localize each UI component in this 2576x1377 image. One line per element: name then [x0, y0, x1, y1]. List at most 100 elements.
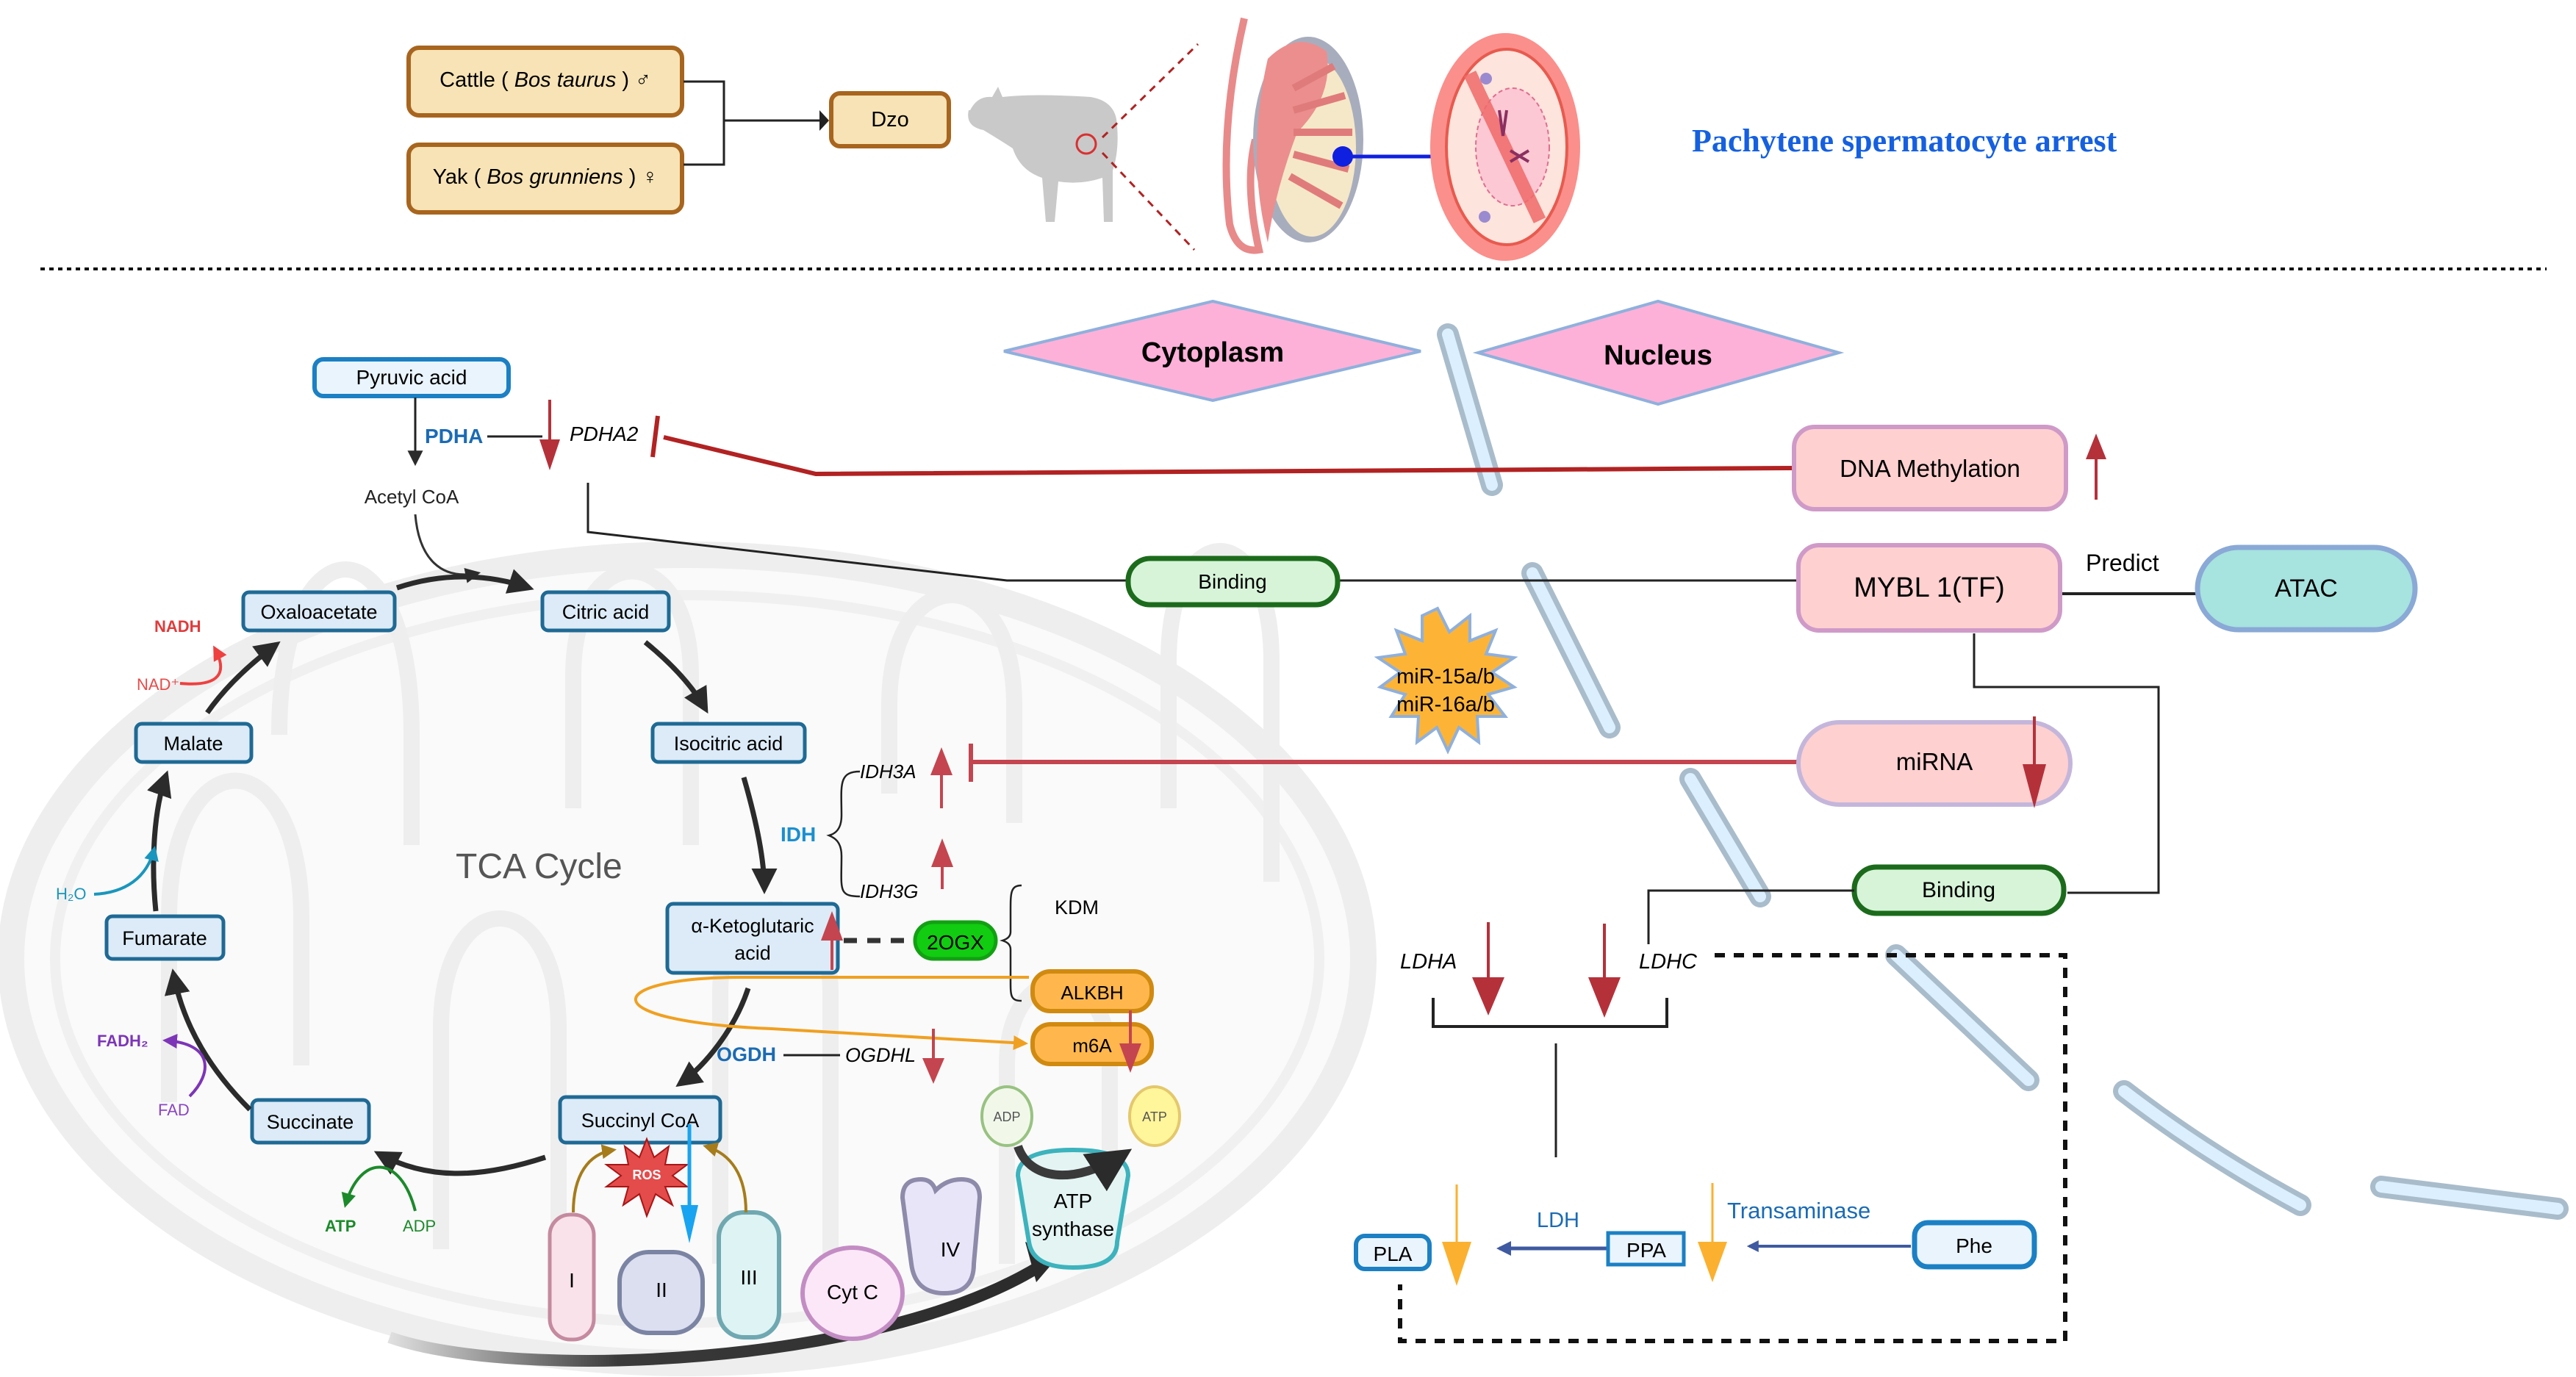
svg-text:I: I [569, 1269, 575, 1292]
complex-i-ros-arrow [572, 1144, 617, 1213]
adp-to-atp-arrow [341, 1165, 417, 1212]
etc-atp-node [1128, 1085, 1181, 1147]
svg-text:2OGX: 2OGX [927, 931, 984, 954]
ppa-down-arrow [1698, 1183, 1727, 1282]
svg-text:Binding: Binding [1922, 878, 1995, 902]
svg-text:Cytoplasm: Cytoplasm [1141, 337, 1284, 368]
svg-text:miRNA: miRNA [1896, 748, 1973, 775]
electron-transport-chain: I II III Cyt C IV ATP synthase ROS ADP A… [387, 1085, 1181, 1367]
svg-text:ADP: ADP [993, 1110, 1020, 1124]
tca-node-alpha-ketoglutaric-acid: α-Ketoglutaric acid [665, 902, 840, 975]
tca-node-succinate: Succinate [250, 1098, 371, 1145]
ros-label: ROS [632, 1168, 661, 1182]
phenotype-label: Pachytene spermatocyte arrest [1692, 123, 2117, 159]
nuclear-envelope [1437, 323, 2569, 1220]
mybl1-node: MYBL 1(TF) [1796, 543, 2062, 633]
ldhc-gene-label: LDHC [1639, 950, 1698, 974]
phe-node: Phe [1912, 1220, 2037, 1270]
substrate-atp-label: ATP [325, 1217, 356, 1235]
tca-node-citric-acid: Citric acid [540, 590, 671, 633]
svg-text:ATP: ATP [1054, 1190, 1092, 1212]
idh3g-gene-label: IDH3G [860, 880, 918, 902]
dzo-label: Dzo [871, 108, 909, 132]
fadh2-label: FADH₂ [97, 1032, 148, 1050]
dzo-box [829, 91, 951, 148]
complex-iii-ros-arrow [703, 1142, 747, 1213]
ldh-enzyme-label: LDH [1537, 1209, 1579, 1232]
pdha2-binding-connector [586, 483, 1128, 582]
pyruvic-acid-node [312, 357, 511, 398]
binding-node-bottom: Binding [1851, 864, 2067, 916]
cattle-label: Cattle ( Bos taurus ) ♂ [440, 68, 651, 92]
pdha-enzyme-label: PDHA [425, 425, 483, 447]
predict-label: Predict [2086, 550, 2159, 576]
ogdhl-gene-label: OGDHL [845, 1044, 916, 1066]
kdm-label: KDM [1055, 896, 1099, 918]
complex-ii [617, 1250, 705, 1335]
idh3g-up-arrow [931, 838, 953, 889]
substrate-adp-label: ADP [403, 1217, 436, 1235]
svg-text:Cyt C: Cyt C [827, 1281, 878, 1304]
etc-adp-node [980, 1085, 1033, 1147]
svg-text:acid: acid [734, 942, 771, 964]
svg-text:α-Ketoglutaric: α-Ketoglutaric [691, 915, 814, 937]
alpha-kg-up-arrow [821, 911, 843, 970]
mirna-node: miRNA [1796, 720, 2073, 807]
alkbh-node: ALKBH [1030, 969, 1154, 1013]
h2o-arrow [93, 846, 159, 896]
idh3a-gene-label: IDH3A [860, 761, 916, 783]
bull-illustration [968, 87, 1118, 222]
transaminase-label: Transaminase [1727, 1198, 1870, 1223]
svg-text:PLA: PLA [1374, 1243, 1413, 1265]
svg-text:Oxaloacetate: Oxaloacetate [260, 601, 377, 623]
testis-illustration [1222, 17, 1448, 254]
svg-text:Phe: Phe [1956, 1234, 1992, 1257]
cattle-box [406, 46, 684, 118]
complex-iii [717, 1210, 781, 1340]
complex-iv [900, 1176, 983, 1296]
ldha-down-arrow [1472, 922, 1504, 1015]
h2o-label: H₂O [56, 885, 87, 903]
fad-label: FAD [158, 1101, 190, 1119]
prohibition-slash [1463, 71, 1546, 223]
cross-connector [684, 80, 819, 166]
ldh-bracket [1432, 998, 1668, 1028]
mybl1-binding-connector [1973, 633, 2160, 894]
svg-text:II: II [656, 1279, 667, 1301]
cross-arrowhead [819, 110, 829, 131]
dna-methylation-inhibition-line [663, 435, 1794, 477]
testis-highlight-circle [1075, 133, 1097, 155]
svg-text:ATAC: ATAC [2275, 575, 2338, 603]
svg-text:PPA: PPA [1626, 1239, 1666, 1262]
ldhc-down-arrow [1588, 924, 1621, 1018]
cytochrome-c [800, 1245, 905, 1341]
tca-node-fumarate: Fumarate [104, 914, 226, 961]
svg-text:IV: IV [941, 1238, 961, 1261]
dna-methylation-up-arrow [2086, 434, 2106, 500]
pyruvic-acid-label: Pyruvic acid [356, 366, 467, 389]
acetyl-coa-label: Acetyl CoA [365, 486, 459, 508]
svg-text:III: III [740, 1266, 757, 1289]
svg-text:Malate: Malate [163, 733, 223, 755]
dna-methylation-node: DNA Methylation [1792, 425, 2068, 511]
ldh-dashed-box [1398, 953, 2067, 1343]
nad-plus-label: NAD⁺ [137, 675, 179, 694]
idh-enzyme-label: IDH [781, 823, 816, 846]
svg-text:ALKBH: ALKBH [1061, 982, 1123, 1004]
tca-node-isocitric-acid: Isocitric acid [650, 722, 807, 764]
ppa-node: PPA [1606, 1231, 1686, 1267]
fad-to-fadh2-arrow [162, 1034, 207, 1098]
tca-cycle-arrows [147, 569, 778, 1176]
ldha-gene-label: LDHA [1400, 950, 1457, 974]
svg-text:ATP: ATP [1142, 1110, 1167, 1124]
ros-down-arrow [681, 1124, 698, 1243]
zoom-line-bottom [1101, 151, 1196, 251]
mirna-down-arrow [2023, 716, 2046, 808]
pdha2-down-arrow [539, 400, 560, 470]
yak-box [406, 143, 684, 215]
tca-node-oxaloacetate: Oxaloacetate [241, 590, 397, 633]
svg-text:synthase: synthase [1032, 1218, 1114, 1240]
svg-text:miR-15a/b: miR-15a/b [1396, 665, 1495, 688]
tca-cycle-label: TCA Cycle [456, 847, 623, 886]
